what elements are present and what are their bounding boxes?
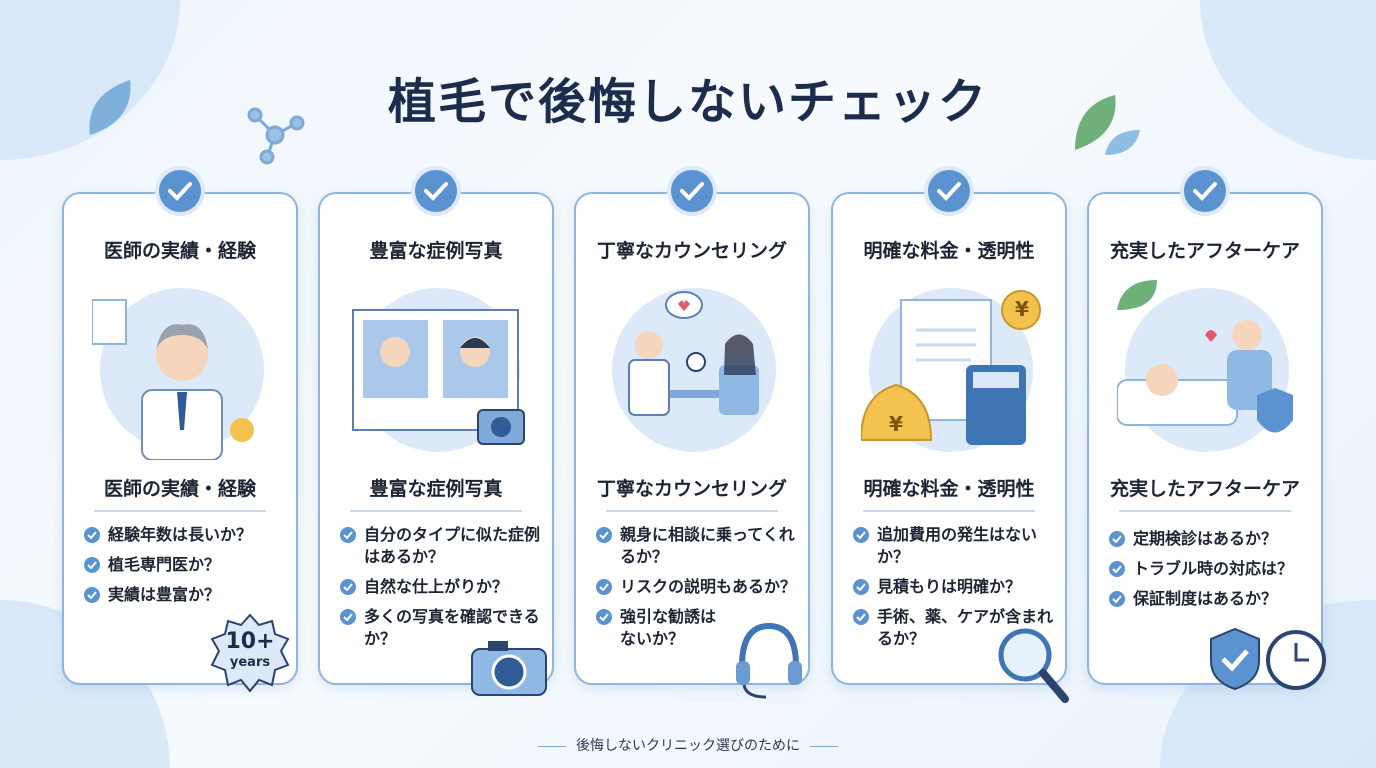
check-icon — [853, 579, 869, 595]
card-heading: 豊富な症例写真 — [369, 240, 503, 262]
checklist-item: 多くの写真を確認できるか？ — [340, 606, 542, 650]
card-heading: 充実したアフターケア — [1109, 240, 1300, 262]
magnifier-icon — [998, 628, 1069, 703]
check-icon — [84, 557, 100, 573]
checklist-item: 植毛専門医か？ — [84, 554, 286, 576]
checklist-item: 親身に相談に乗ってくれるか？ — [596, 524, 798, 568]
footer-tagline: 後悔しないクリニック選びのために — [0, 735, 1376, 755]
years-badge: 10+years — [210, 613, 290, 693]
check-icon — [853, 609, 869, 625]
check-icon — [155, 166, 205, 216]
card-subheading: 充実したアフターケア — [1109, 478, 1300, 500]
divider — [606, 510, 778, 512]
checklist-card-aftercare: 充実したアフターケア 充実したアフターケア 定期検診はあるか？ トラブル時の対応… — [1087, 166, 1326, 691]
check-icon — [596, 527, 612, 543]
aftercare-illustration — [1117, 280, 1293, 452]
checklist-item: 経験年数は長いか？ — [84, 524, 286, 546]
before-after-photos-illustration — [352, 288, 525, 452]
shield-check-icon — [1210, 627, 1260, 691]
clock-icon — [1266, 630, 1326, 690]
badge-unit: years — [229, 655, 271, 670]
checklist-item: 実績は豊富か？ — [84, 584, 286, 606]
checklist-card-doctor: 医師の実績・経験 医師の実績・経験 経験年数は長いか？ 植毛専門医か？ 実績は豊… — [62, 166, 298, 693]
checklist-item: 追加費用の発生はないか？ — [853, 524, 1055, 568]
card-subheading: 豊富な症例写真 — [369, 478, 503, 500]
check-icon — [1180, 166, 1230, 216]
card-subheading: 医師の実績・経験 — [103, 478, 256, 500]
card-heading: 医師の実績・経験 — [103, 240, 256, 262]
check-icon — [411, 166, 461, 216]
footer-text: 後悔しないクリニック選びのために — [576, 738, 800, 754]
checklist-card-case-photos: 豊富な症例写真 豊富な症例写真 自分のタイプに似た症例はあるか？ 自然な仕上がり… — [318, 166, 554, 696]
pricing-illustration — [861, 288, 1041, 452]
checklist-item: トラブル時の対応は？ — [1109, 558, 1311, 580]
check-icon — [853, 527, 869, 543]
check-icon — [667, 166, 717, 216]
divider — [94, 510, 266, 512]
check-icon — [596, 609, 612, 625]
check-icon — [84, 587, 100, 603]
leaf-icon — [1075, 95, 1140, 155]
checklist-item: 自然な仕上がりか？ — [340, 576, 542, 598]
card-subheading: 明確な料金・透明性 — [863, 478, 1035, 500]
checklist-card-pricing: 明確な料金・透明性 ¥ ¥ 明確な料金・透明性 追加費用の発生はないか？ 見積も… — [831, 166, 1069, 703]
page-title: 植毛で後悔しないチェック — [387, 74, 988, 130]
check-icon — [924, 166, 974, 216]
leaf-icon — [89, 80, 131, 135]
checklist-item: 強引な勧誘はないか？ — [596, 606, 716, 650]
check-icon — [84, 527, 100, 543]
yen-coin-label: ¥ — [1015, 297, 1029, 321]
checklist-item: 自分のタイプに似た症例はあるか？ — [340, 524, 542, 568]
check-icon — [1109, 561, 1125, 577]
footer-rule — [810, 745, 838, 747]
card-subheading: 丁寧なカウンセリング — [596, 478, 787, 500]
check-icon — [340, 527, 356, 543]
checklist-item: 保証制度はあるか？ — [1109, 588, 1311, 610]
checklist-item: 手術、薬、ケアが含まれるか？ — [853, 606, 1055, 650]
card-heading: 明確な料金・透明性 — [863, 240, 1035, 262]
divider — [350, 510, 522, 512]
headset-icon — [736, 622, 802, 699]
counseling-illustration — [612, 288, 776, 452]
divider — [1119, 510, 1291, 512]
checklist-item: リスクの説明もあるか？ — [596, 576, 798, 598]
check-icon — [1109, 531, 1125, 547]
badge-number: 10+ — [225, 629, 275, 654]
check-icon — [340, 609, 356, 625]
card-heading: 丁寧なカウンセリング — [596, 240, 787, 262]
camera-icon — [471, 641, 547, 696]
check-icon — [1109, 591, 1125, 607]
molecule-icon — [247, 107, 305, 165]
checklist-item: 定期検診はあるか？ — [1109, 528, 1311, 550]
yen-bag-label: ¥ — [889, 412, 903, 436]
divider — [863, 510, 1035, 512]
checklist-card-counseling: 丁寧なカウンセリング 丁寧なカウンセリング 親身に相談に乗ってくれるか？ リスク… — [574, 166, 810, 699]
checklist-item: 見積もりは明確か？ — [853, 576, 1055, 598]
doctor-illustration — [92, 288, 264, 460]
footer-rule — [538, 745, 566, 747]
check-icon — [340, 579, 356, 595]
check-icon — [596, 579, 612, 595]
